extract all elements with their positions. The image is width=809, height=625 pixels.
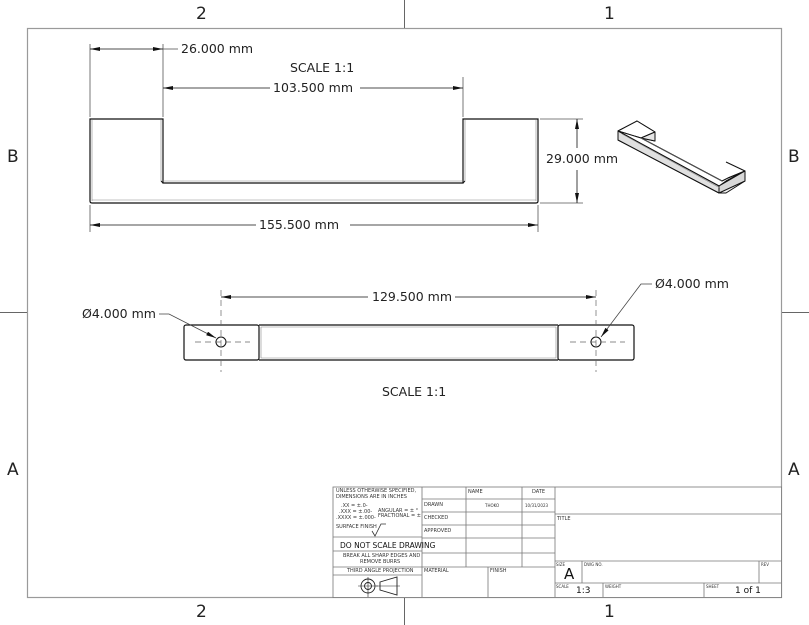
sheet-value: 1 of 1 (735, 586, 761, 596)
header-date: DATE (532, 489, 546, 495)
zone-top-1: 1 (604, 4, 615, 24)
zone-bottom-1: 1 (604, 602, 615, 622)
dim-hole-right: Ø4.000 mm (652, 276, 732, 291)
sheet-label: SHEET (706, 584, 720, 589)
break-edges-note-2: REMOVE BURRS (360, 559, 401, 565)
tolerance-note-1: UNLESS OTHERWISE SPECIFIED, (336, 488, 417, 494)
tolerance-xxx: .XXX = ±.00- (339, 509, 373, 515)
front-view-dimensions (156, 283, 652, 339)
surface-finish-icon (371, 523, 386, 537)
break-edges-note-1: BREAK ALL SHARP EDGES AND (343, 553, 421, 559)
top-view-dimensions (89, 44, 583, 232)
dim-overall-length: 155.500 mm (256, 217, 343, 232)
row-approved-label: APPROVED (424, 528, 452, 534)
front-view-geometry (183, 290, 635, 372)
row-checked-label: CHECKED (424, 515, 449, 521)
weight-label: WEIGHT (605, 584, 622, 589)
third-angle-projection-icon (358, 576, 400, 597)
material-label: MATERIAL (424, 568, 449, 574)
do-not-scale-note: DO NOT SCALE DRAWING (340, 541, 436, 550)
zone-right-A: A (788, 460, 800, 480)
dim-hole-left: Ø4.000 mm (79, 306, 159, 321)
dim-flange-width: 26.000 mm (178, 41, 257, 56)
front-view-scale: SCALE 1:1 (382, 384, 447, 399)
zone-top-2: 2 (196, 4, 207, 24)
dim-inner-length: 103.500 mm (270, 80, 357, 95)
tolerance-xxxx: .XXXX = ±.000- (336, 515, 376, 521)
projection-label: THIRD ANGLE PROJECTION (347, 568, 414, 574)
rev-label: REV (761, 562, 770, 567)
zone-left-B: B (7, 147, 19, 167)
fractional-tolerance: FRACTIONAL = ± (378, 513, 421, 519)
size-label: SIZE (556, 562, 565, 567)
row-drawn-date: 10/31/2023 (525, 503, 549, 508)
finish-label: FINISH (490, 568, 507, 574)
row-drawn-name: THOKO (485, 503, 500, 508)
dim-height: 29.000 mm (543, 151, 622, 166)
isometric-view (617, 120, 746, 194)
zone-bottom-2: 2 (196, 602, 207, 622)
top-view-geometry (89, 118, 539, 204)
size-value: A (564, 565, 575, 583)
dim-hole-spacing: 129.500 mm (369, 289, 456, 304)
scale-value: 1:3 (576, 586, 591, 596)
surface-finish-label: SURFACE FINISH (336, 524, 377, 530)
header-name: NAME (468, 489, 483, 495)
title-label: TITLE (557, 516, 571, 522)
row-drawn-label: DRAWN (424, 502, 443, 508)
scale-label: SCALE (556, 584, 569, 589)
dwg-no-label: DWG NO. (584, 562, 603, 567)
tolerance-note-2: DIMENSIONS ARE IN INCHES (336, 494, 407, 500)
angular-tolerance: ANGULAR = ± ° (378, 508, 419, 514)
zone-right-B: B (788, 147, 800, 167)
zone-left-A: A (7, 460, 19, 480)
tolerance-xx: .XX = ±.0- (341, 503, 368, 509)
top-view-scale: SCALE 1:1 (290, 60, 355, 75)
title-block-grid (332, 486, 782, 598)
